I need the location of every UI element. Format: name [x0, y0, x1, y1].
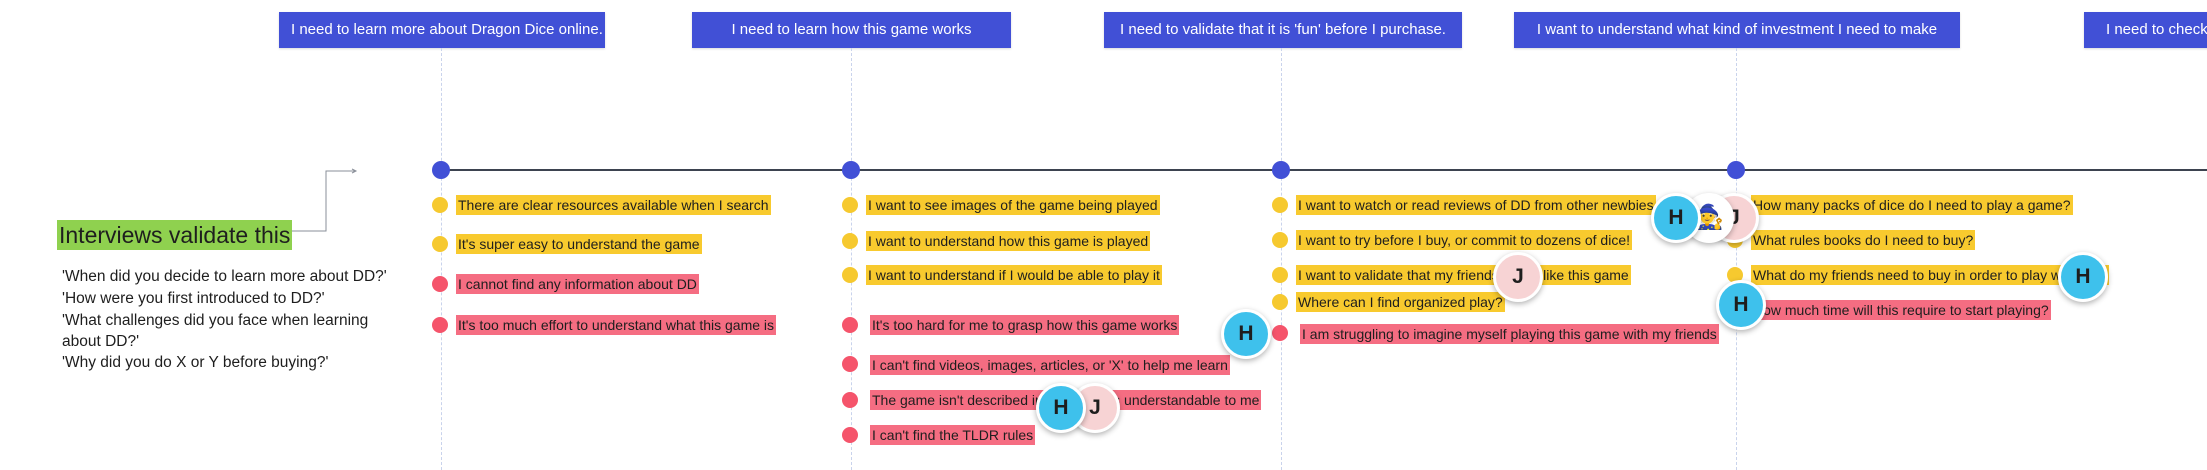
interview-question[interactable]: 'How were you first introduced to DD?': [62, 290, 325, 307]
avatar-h[interactable]: H: [2058, 252, 2108, 302]
note-positive[interactable]: I want to understand how this game is pl…: [866, 231, 1151, 251]
note-negative[interactable]: I am struggling to imagine myself playin…: [1300, 324, 1719, 344]
avatar-h[interactable]: H: [1716, 280, 1766, 330]
note-positive[interactable]: I want to validate that my friends would…: [1296, 265, 1631, 285]
column-guide: [851, 48, 852, 470]
note-positive[interactable]: It's super easy to understand the game: [456, 234, 702, 254]
timeline-milestone[interactable]: [1272, 161, 1290, 179]
note-positive[interactable]: What rules books do I need to buy?: [1751, 230, 1976, 250]
column-guide: [1736, 48, 1737, 470]
note-negative[interactable]: I can't find the TLDR rules: [870, 425, 1036, 445]
negative-dot: [842, 427, 858, 443]
avatar-j[interactable]: J: [1493, 252, 1543, 302]
note-positive[interactable]: I want to try before I buy, or commit to…: [1296, 230, 1633, 250]
positive-dot: [432, 197, 448, 213]
positive-dot: [1272, 267, 1288, 283]
positive-dot: [1272, 294, 1288, 310]
column-guide: [441, 48, 442, 470]
positive-dot: [1272, 232, 1288, 248]
note-positive[interactable]: What do my friends need to buy in order …: [1751, 265, 2110, 285]
note-positive[interactable]: I want to understand if I would be able …: [866, 265, 1162, 285]
positive-dot: [1727, 267, 1743, 283]
negative-dot: [432, 276, 448, 292]
step-header-check[interactable]: I need to check: [2084, 12, 2207, 48]
negative-dot: [842, 317, 858, 333]
interview-question[interactable]: 'When did you decide to learn more about…: [62, 268, 387, 285]
note-positive[interactable]: I want to watch or read reviews of DD fr…: [1296, 195, 1656, 215]
note-negative[interactable]: It's too hard for me to grasp how this g…: [870, 315, 1180, 335]
step-header-learn-how[interactable]: I need to learn how this game works: [692, 12, 1011, 48]
interview-question[interactable]: 'What challenges did you face when learn…: [62, 312, 369, 350]
positive-dot: [1272, 197, 1288, 213]
step-header-investment[interactable]: I want to understand what kind of invest…: [1514, 12, 1960, 48]
timeline-line: [438, 169, 2207, 171]
negative-dot: [1272, 325, 1288, 341]
timeline-milestone[interactable]: [432, 161, 450, 179]
interview-question[interactable]: 'Why did you do X or Y before buying?': [62, 354, 329, 371]
avatar-h[interactable]: H: [1651, 193, 1701, 243]
note-positive[interactable]: Where can I find organized play?: [1296, 292, 1505, 312]
note-negative[interactable]: I cannot find any information about DD: [456, 274, 699, 294]
positive-dot: [842, 267, 858, 283]
positive-dot: [432, 236, 448, 252]
negative-dot: [842, 356, 858, 372]
negative-dot: [432, 317, 448, 333]
note-positive[interactable]: How many packs of dice do I need to play…: [1751, 195, 2073, 215]
step-header-validate-fun[interactable]: I need to validate that it is 'fun' befo…: [1104, 12, 1462, 48]
negative-dot: [842, 392, 858, 408]
avatar-h[interactable]: H: [1036, 383, 1086, 433]
interviews-title[interactable]: Interviews validate this: [57, 220, 293, 250]
note-negative[interactable]: I can't find videos, images, articles, o…: [870, 355, 1230, 375]
timeline-milestone[interactable]: [842, 161, 860, 179]
note-positive[interactable]: There are clear resources available when…: [456, 195, 771, 215]
connector-line: [290, 168, 358, 232]
timeline-milestone[interactable]: [1727, 161, 1745, 179]
note-negative[interactable]: It's too much effort to understand what …: [456, 315, 777, 335]
avatar-h[interactable]: H: [1221, 309, 1271, 359]
note-negative[interactable]: How much time will this require to start…: [1751, 300, 2051, 320]
positive-dot: [842, 233, 858, 249]
positive-dot: [842, 197, 858, 213]
step-header-learn-online[interactable]: I need to learn more about Dragon Dice o…: [279, 12, 605, 48]
column-guide: [1281, 48, 1282, 470]
note-positive[interactable]: I want to see images of the game being p…: [866, 195, 1160, 215]
